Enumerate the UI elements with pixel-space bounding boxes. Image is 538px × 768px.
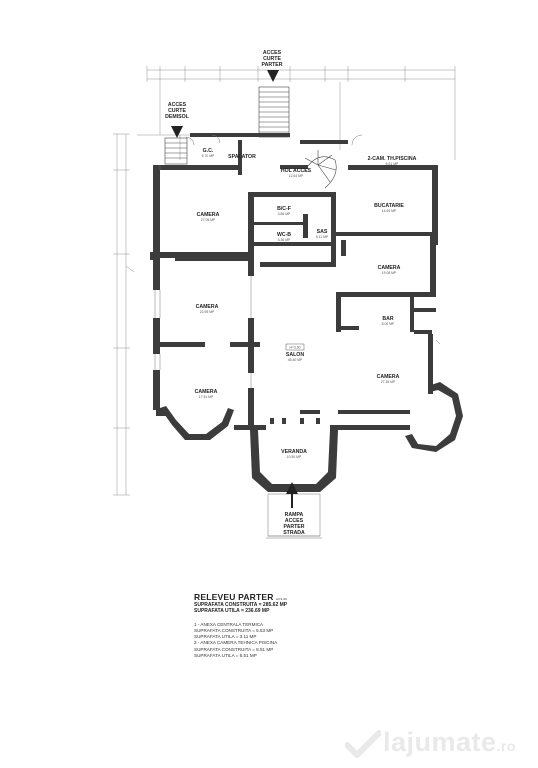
spiral-stair <box>304 150 337 189</box>
salon-tag-box <box>285 343 305 351</box>
room-name-camera5: CAMERA <box>195 389 218 395</box>
thin-lines <box>154 134 441 539</box>
room-area-salon: 45.40 MP <box>288 358 303 362</box>
room-name-wcb: WC-B <box>277 232 291 238</box>
access-left-line-2: CURTE <box>168 108 186 114</box>
room-name-camera4: CAMERA <box>377 374 400 380</box>
room-area-gc: 5.70 MP <box>202 154 215 158</box>
room-area-camera1: 27.05 MP <box>201 218 216 222</box>
annex-2-title: 2 - ANEXA CAMERA TEHNICA PISCINA <box>194 640 278 646</box>
stair-left <box>164 137 188 165</box>
watermark-logo-icon <box>345 730 381 758</box>
room-area-camera2: 19.08 MP <box>382 271 397 275</box>
ramp-line-4: STRADA <box>283 530 305 536</box>
room-area-bar: 8.00 MP <box>382 322 395 326</box>
room-name-salon: SALON <box>286 352 304 358</box>
room-area-camera3: 23.95 MP <box>200 310 215 314</box>
annex-1-title: 1 - ANEXA CENTRALA TERMICA <box>194 621 264 627</box>
arrow-left-icon <box>171 126 183 138</box>
room-area-camtpiscina: 6.51 MP <box>386 162 399 166</box>
plan-legend: RELEVEU PARTER H=3.60 SUPRAFATA CONSTRUI… <box>194 592 454 659</box>
room-name-camera2: CAMERA <box>378 265 401 271</box>
arrow-top-icon <box>267 70 279 82</box>
access-arrows <box>171 70 298 508</box>
room-area-camera5: 17.51 MP <box>199 395 214 399</box>
room-name-spalator: SPALATOR <box>228 154 256 160</box>
ramp-line-2: ACCES <box>285 518 304 524</box>
room-area-camera4: 27.35 MP <box>381 380 396 384</box>
legend-usable-area: SUPRAFATA UTILA = 236.69 MP <box>194 608 270 615</box>
legend-built-area: SUPRAFATA CONSTRUITA = 285.62 MP <box>194 602 288 608</box>
access-labels: ACCES CURTE PARTER ACCES CURTE DEMISOL R… <box>165 50 305 536</box>
annex-1-built: SUPRAFATA CONSTRUITA = 5.53 MP <box>194 628 274 634</box>
annex-2-built: SUPRAFATA CONSTRUITA = 8.51 MP <box>194 646 274 652</box>
room-area-veranda: 10.50 MP <box>287 455 302 459</box>
room-labels: G.C. 5.70 MP SPALATOR HOL ACCES 12.64 MP… <box>195 148 417 459</box>
room-name-veranda: VERANDA <box>281 449 307 455</box>
annex-1-usable: SUPRAFATA UTILA = 3.11 MP <box>194 634 257 640</box>
annex-2-usable: SUPRAFATA UTILA = 6.51 MP <box>194 652 257 658</box>
legend-title-note: H=3.60 <box>276 597 288 601</box>
ramp-line-1: RAMPA <box>285 512 304 518</box>
room-name-camera3: CAMERA <box>196 304 219 310</box>
room-area-bcf: 3.86 MP <box>278 212 291 216</box>
access-left-line-1: ACCES <box>168 102 187 108</box>
room-area-sas: 5.11 MP <box>316 235 329 239</box>
access-top-line-3: PARTER <box>262 62 283 68</box>
access-left-line-3: DEMISOL <box>165 114 189 120</box>
site-watermark: lajumate.ro <box>345 725 535 761</box>
room-area-holacces: 12.64 MP <box>289 174 304 178</box>
watermark-text: lajumate.ro <box>383 727 516 758</box>
stair-top <box>258 86 290 138</box>
room-name-bucatarie: BUCATARIE <box>374 203 404 209</box>
room-name-gc: G.C. <box>203 148 214 154</box>
arrow-ramp-icon <box>286 482 298 494</box>
salon-height-tag: H=3.60 <box>289 346 300 350</box>
room-name-bar: BAR <box>382 316 393 322</box>
room-area-bucatarie: 14.64 MP <box>382 209 397 213</box>
walls <box>150 133 463 492</box>
access-top-line-2: CURTE <box>263 56 281 62</box>
room-name-holacces: HOL ACCES <box>281 168 312 174</box>
access-top-line-1: ACCES <box>263 50 282 56</box>
room-name-camera1: CAMERA <box>197 212 220 218</box>
ramp-line-3: PARTER <box>284 524 305 530</box>
legend-title: RELEVEU PARTER <box>194 592 274 602</box>
dimension-lines <box>113 66 456 496</box>
room-name-camtpiscina: 2-CAM. TH.PISCINA <box>368 156 417 162</box>
room-name-sas: SAS <box>317 229 328 235</box>
room-name-bcf: B/C-F <box>277 206 291 212</box>
watermark-brand: lajumate <box>383 727 497 757</box>
legend-title-row: RELEVEU PARTER H=3.60 <box>194 592 454 602</box>
room-area-wcb: 3.36 MP <box>278 238 291 242</box>
watermark-tld: .ro <box>496 738 516 754</box>
